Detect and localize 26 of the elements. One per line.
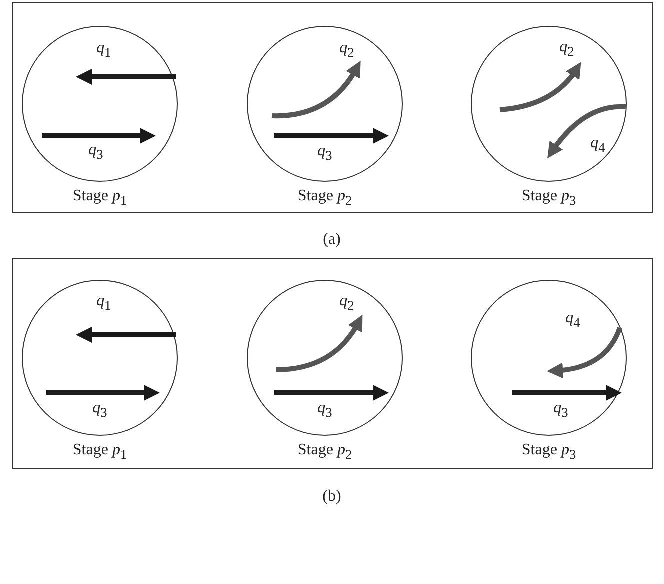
stage-circle — [22, 280, 178, 436]
stage-label: Stage p$_{2}$ — [298, 188, 352, 208]
stage-circle — [471, 280, 627, 436]
stage-circle — [247, 280, 403, 436]
stage-circle — [247, 26, 403, 182]
flow-label: q$_{3}$ — [318, 142, 332, 164]
flow-label: q$_{4}$ — [566, 310, 580, 330]
flow-label: q$_{2}$ — [340, 292, 354, 314]
stage-label: Stage p$_{3}$ — [522, 188, 576, 208]
stage-label: Stage p$_{1}$ — [72, 442, 128, 462]
panel-caption: (a) — [323, 231, 341, 249]
flow-label: q$_{4}$ — [590, 134, 606, 156]
flow-label: q$_{3}$ — [318, 400, 332, 420]
flow-label: q$_{1}$ — [96, 292, 112, 314]
flow-label: q$_{3}$ — [554, 400, 568, 420]
flow-label: q$_{2}$ — [340, 40, 354, 60]
flow-label: q$_{3}$ — [88, 142, 104, 162]
stage-label: Stage p$_{2}$ — [298, 442, 352, 462]
flow-label: q$_{3}$ — [92, 400, 108, 420]
stage-circle — [471, 26, 627, 182]
stage-label: Stage p$_{3}$ — [522, 442, 576, 462]
stage-circle — [22, 26, 178, 182]
panel-caption: (b) — [322, 488, 342, 506]
stage-label: Stage p$_{1}$ — [72, 188, 128, 208]
flow-label: q$_{1}$ — [96, 40, 112, 60]
flow-label: q$_{2}$ — [560, 38, 574, 60]
